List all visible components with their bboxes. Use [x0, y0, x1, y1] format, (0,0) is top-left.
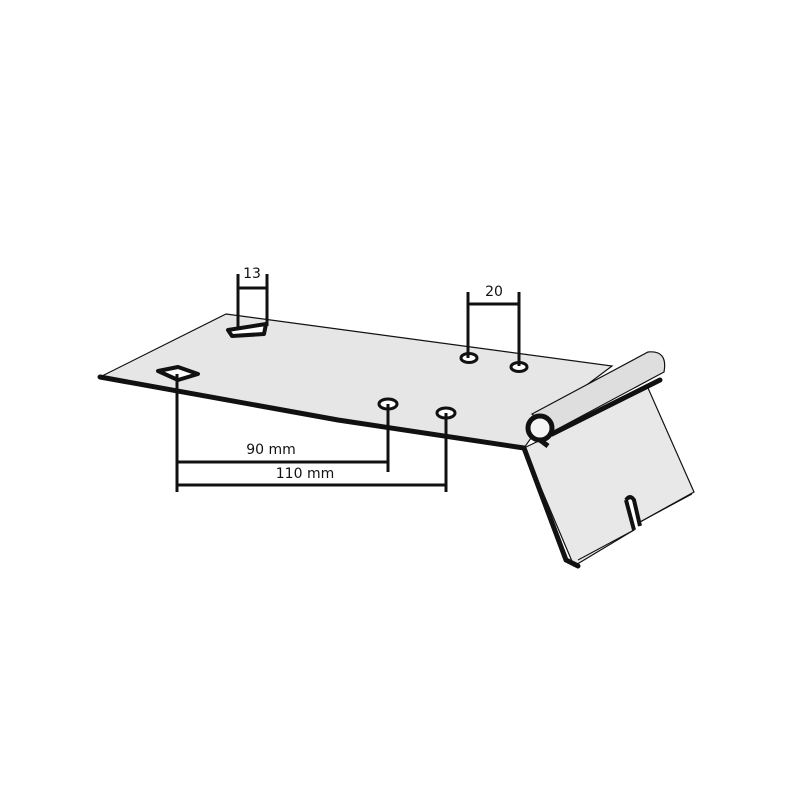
- dimension-hole-distances: 90 mm 110 mm: [175, 374, 448, 492]
- hinge-knuckle: [525, 351, 666, 448]
- dimension-hole-spacing: 20: [466, 284, 521, 366]
- dimension-label-13: 13: [243, 266, 261, 282]
- dimension-label-90mm: 90 mm: [246, 442, 296, 458]
- dimension-slot-width: 13: [236, 266, 269, 330]
- dimension-label-20: 20: [485, 284, 503, 300]
- slot-hole-front: [156, 365, 200, 382]
- lower-leaf: [521, 387, 695, 569]
- dimension-label-110mm: 110 mm: [276, 466, 334, 482]
- slot-hole-rear: [226, 322, 268, 338]
